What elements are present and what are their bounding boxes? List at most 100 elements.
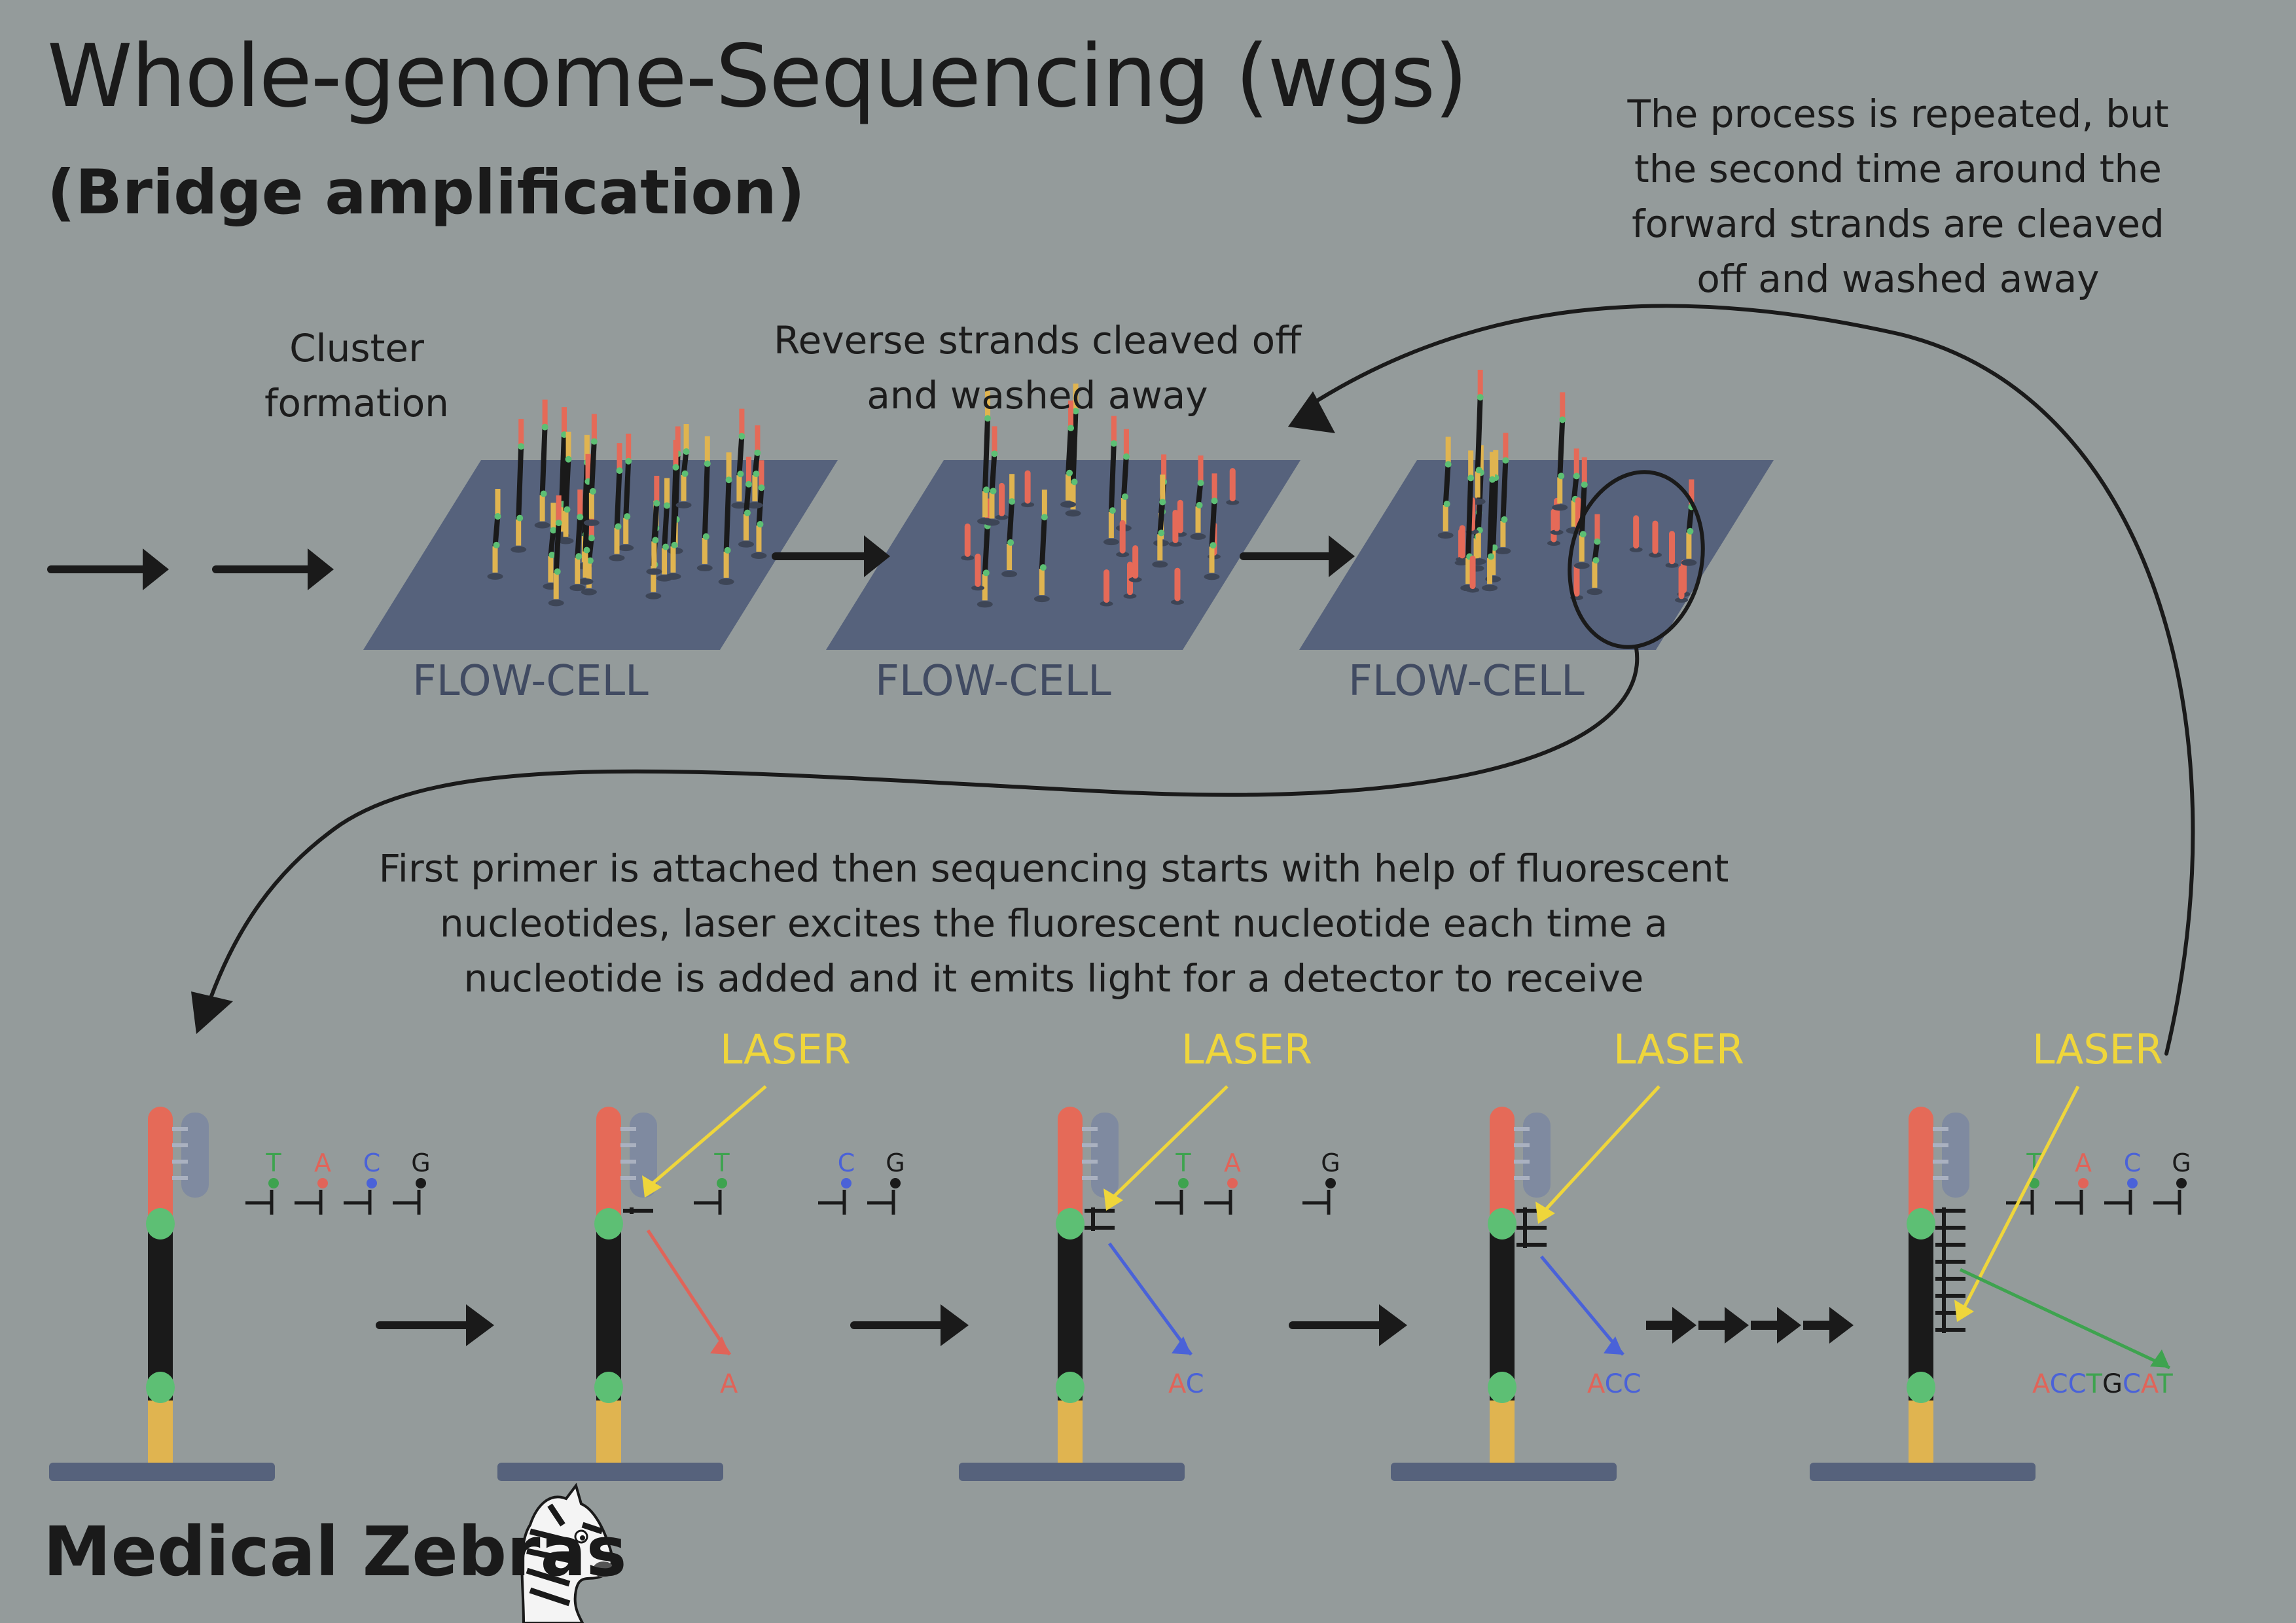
short-primer <box>995 482 1009 520</box>
short-primer <box>1629 515 1643 552</box>
short-primer <box>961 523 975 561</box>
strand-body <box>1557 418 1566 478</box>
primer-dot <box>753 471 760 478</box>
repeat-curve-arrowhead <box>1288 391 1335 433</box>
dna-strand <box>656 478 673 582</box>
nucleotide-label: A <box>1224 1149 1241 1177</box>
dna-strand <box>1001 474 1018 578</box>
strand-shadow <box>577 578 594 585</box>
primer-dot <box>724 546 731 554</box>
free-nucleotide: T <box>694 1149 730 1215</box>
strand-body <box>1157 500 1166 535</box>
primer-dot <box>594 1208 623 1240</box>
primer-dot <box>704 460 711 467</box>
nucleotide-dot <box>317 1178 328 1188</box>
primer-dot <box>1488 1372 1516 1403</box>
strand-body <box>1039 516 1047 569</box>
nucleotide-label: G <box>886 1149 905 1177</box>
flow-cell-label: FLOW-CELL <box>875 657 1111 705</box>
primer-dot <box>1594 538 1601 545</box>
dna-strand <box>1204 473 1220 580</box>
free-nucleotide: A <box>1204 1149 1241 1215</box>
dna-strand <box>1460 450 1477 592</box>
primer-dot <box>1581 481 1588 488</box>
dna-strand <box>1573 457 1590 569</box>
strand-shadow <box>534 522 550 529</box>
strand-shadow <box>511 546 527 553</box>
dna-strand <box>1437 437 1454 539</box>
nucleotide-stem <box>393 1190 421 1215</box>
primer-dot <box>564 506 571 513</box>
primer-dot <box>555 519 562 526</box>
primer-dot <box>1197 479 1204 486</box>
strand-shadow <box>1170 599 1184 605</box>
zoom-circle <box>1568 470 1705 649</box>
nucleotide-stem <box>344 1190 372 1215</box>
flow-cell: FLOW-CELL <box>826 383 1300 705</box>
primer-dot <box>662 543 670 550</box>
strand-shadow <box>1103 539 1119 546</box>
nucleotide-stem <box>295 1190 323 1215</box>
nucleotide-stem <box>867 1190 895 1215</box>
flow-cell-plate <box>1299 460 1774 650</box>
strand-body <box>743 482 751 514</box>
nucleotide-label: C <box>838 1149 855 1177</box>
nucleotide-dot <box>1227 1178 1238 1188</box>
dna-strand <box>577 454 594 585</box>
primer-dot <box>1501 516 1508 523</box>
flow-cell-base <box>1391 1463 1617 1481</box>
dna-strand <box>569 490 586 592</box>
strand-shadow <box>1065 510 1081 517</box>
strand-shadow <box>1629 546 1643 552</box>
primer-dot <box>1443 501 1450 508</box>
strand-shadow <box>558 537 574 544</box>
primer-dot <box>1488 1208 1516 1240</box>
free-nucleotide: G <box>393 1149 431 1215</box>
primer-dot <box>983 486 990 493</box>
connector-arrows <box>47 304 2195 1346</box>
emission-arrow <box>1107 1242 1193 1356</box>
strand-body <box>702 462 710 539</box>
primer-dot <box>744 509 751 516</box>
primer-dot <box>1041 514 1048 521</box>
process-arrow <box>1240 535 1355 577</box>
primer-dot <box>575 553 583 560</box>
primer-dot <box>493 541 500 548</box>
dna-strand <box>1482 452 1498 592</box>
strand-body <box>736 435 745 476</box>
primer-dot <box>672 463 679 471</box>
strand-shadow <box>696 564 713 571</box>
short-primer <box>1168 509 1182 547</box>
nucleotide-dot <box>2127 1178 2138 1188</box>
read-sequence: A <box>720 1369 738 1399</box>
strand-body <box>583 480 591 552</box>
nucleotide-label: T <box>265 1149 281 1177</box>
primer-dot <box>1196 501 1203 508</box>
strand-shadow <box>487 573 503 580</box>
primer-dot <box>991 450 998 457</box>
short-primer <box>1665 531 1679 568</box>
primer-dot <box>594 1372 623 1403</box>
sequencing-primer <box>1091 1113 1119 1198</box>
primer-dot <box>540 490 547 497</box>
flow-cell: FLOW-CELL <box>363 399 838 705</box>
dna-strand <box>1190 455 1206 540</box>
dna-strand <box>548 495 564 607</box>
dna-strand <box>1152 474 1168 568</box>
primer-dot <box>671 541 678 548</box>
strand-shadow <box>1675 597 1689 603</box>
nucleotide-dot <box>416 1178 426 1188</box>
emission: ACC <box>1540 1255 1641 1399</box>
nucleotide-label: A <box>314 1149 331 1177</box>
strand-body <box>614 469 622 528</box>
primer-dot <box>616 467 623 474</box>
primer-dot <box>518 443 525 450</box>
flow-cell-plate <box>826 460 1300 650</box>
process-arrow <box>47 548 169 590</box>
strand-body <box>548 528 556 557</box>
dna-strand <box>696 436 713 571</box>
strand-body <box>588 440 597 493</box>
strand-shadow <box>747 502 763 509</box>
